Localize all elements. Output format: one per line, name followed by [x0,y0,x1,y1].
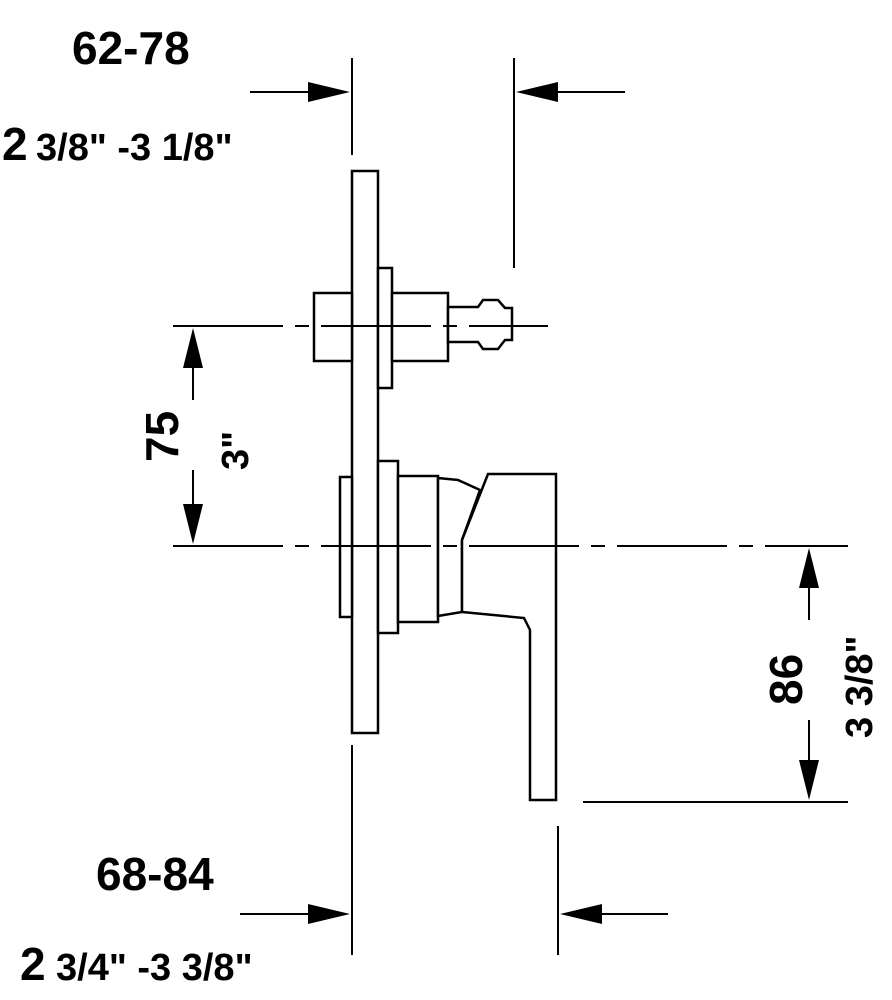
drop-arrow-top-head [799,548,819,588]
wall-plate [350,169,380,735]
top-depth-in-rest: 3/8" -3 1/8" [36,127,233,169]
spacing-mm: 75 [136,411,188,462]
top-depth-in-whole: 2 [2,118,28,170]
top-arrow-right-head [516,82,558,102]
bottom-arrow-left-head [308,904,350,924]
drop-arrow-bottom-head [799,760,819,800]
bottom-arrow-right-head [560,904,602,924]
bottom-depth-in-rest: 3/4" -3 3/8" [56,947,253,989]
upper-stem-tip [446,298,514,351]
spacing-arrow-bottom-head [183,504,203,544]
top-depth-mm: 62-78 [72,22,190,74]
handle-drop-in: 3 3/8" [839,635,881,738]
handle-drop-mm: 86 [760,654,812,705]
spacing-arrow-top-head [183,328,203,368]
spacing-in: 3" [215,431,257,470]
lower-body [396,474,440,624]
lever-handle [460,472,558,802]
bottom-depth-in-whole: 2 [20,938,46,990]
top-arrow-left-head [308,82,350,102]
bottom-depth-mm: 68-84 [96,848,214,900]
upper-bushing-right [376,266,394,390]
